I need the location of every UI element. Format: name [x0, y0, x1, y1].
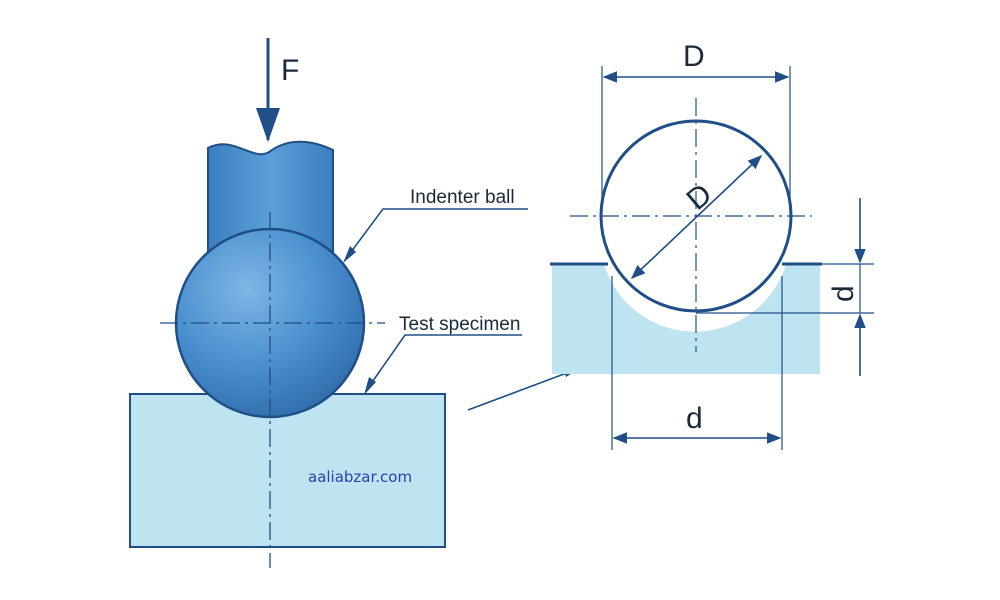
detail-pointer-arrow	[467, 370, 573, 411]
test-specimen-leader	[367, 334, 522, 389]
indenter-shaft	[207, 140, 334, 263]
force-label: F	[281, 54, 299, 87]
specimen-leader-arrowhead	[364, 377, 376, 395]
indenter-leader-arrowhead	[343, 246, 356, 263]
watermark-text: aaliabzar.com	[308, 468, 412, 486]
test-specimen-label: Test specimen	[399, 314, 520, 335]
indent-depth-label: d	[827, 285, 860, 302]
ball-diameter-label: D	[683, 40, 705, 73]
force-arrow-head	[256, 108, 280, 142]
indenter-ball-leader	[347, 208, 528, 257]
indent-diameter-label: d	[686, 402, 703, 435]
test-specimen-block	[129, 393, 446, 548]
diagonal-diameter-dimension	[630, 155, 763, 279]
diagonal-diameter-label: D	[681, 178, 719, 217]
indenter-ball-label: Indenter ball	[410, 187, 515, 208]
detail-specimen-section	[552, 264, 820, 374]
